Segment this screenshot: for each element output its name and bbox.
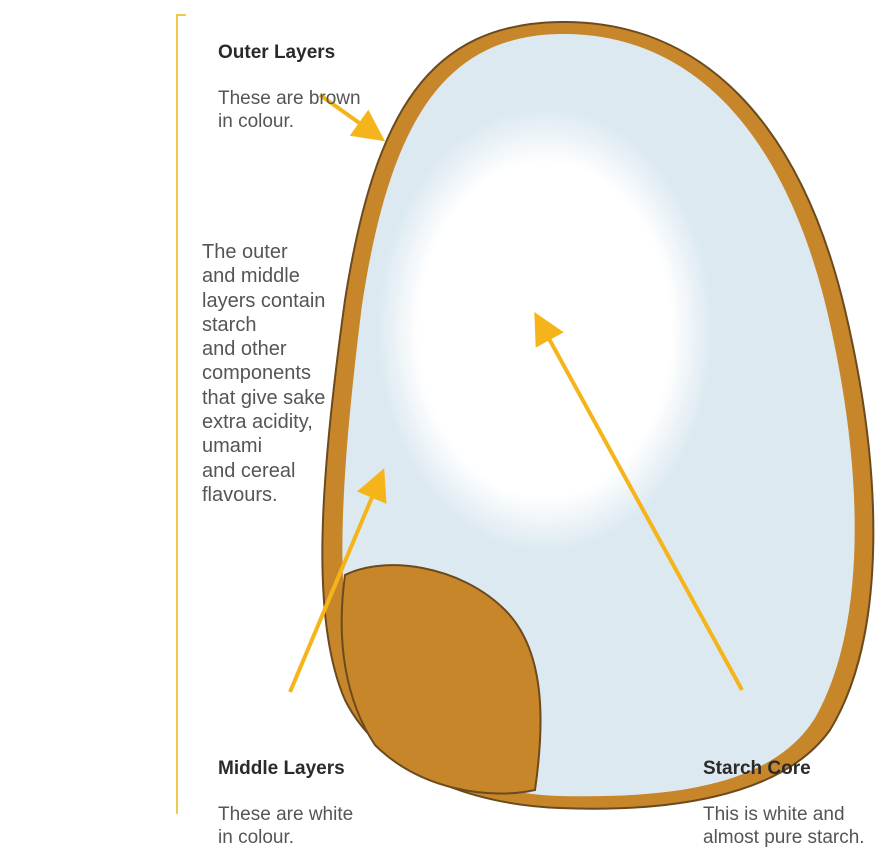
middle-layers-title: Middle Layers: [218, 757, 353, 780]
starch-core-desc: This is white and almost pure starch.: [703, 804, 865, 848]
outer-layers-label: Outer Layers These are brown in colour.: [218, 18, 361, 133]
rice-grain-diagram: [0, 0, 888, 813]
starch-core-title: Starch Core: [703, 757, 865, 780]
middle-layers-desc: These are white in colour.: [218, 804, 353, 848]
outer-layers-title: Outer Layers: [218, 41, 361, 64]
starch-core-label: Starch Core This is white and almost pur…: [703, 734, 865, 849]
outer-layers-desc: These are brown in colour.: [218, 88, 361, 132]
middle-layers-label: Middle Layers These are white in colour.: [218, 734, 353, 849]
